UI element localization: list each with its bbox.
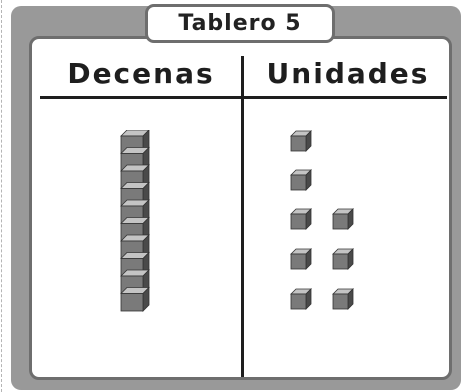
dashed-cut-line (1, 0, 2, 392)
rod-segment (120, 130, 150, 155)
place-value-board (29, 36, 452, 380)
ones-header: Unidades (266, 57, 430, 90)
ten-rod (120, 130, 150, 312)
board-title: Tablero 5 (145, 4, 335, 43)
unit-cube (332, 248, 354, 270)
unit-cube (290, 208, 312, 230)
unit-cube (290, 248, 312, 270)
unit-cube (290, 130, 312, 152)
rod-segment (120, 286, 150, 312)
column-divider (241, 56, 244, 377)
unit-cube (290, 288, 312, 310)
unit-cube (332, 288, 354, 310)
unit-cube (290, 169, 312, 191)
unit-cube (332, 208, 354, 230)
tens-header: Decenas (67, 57, 215, 90)
